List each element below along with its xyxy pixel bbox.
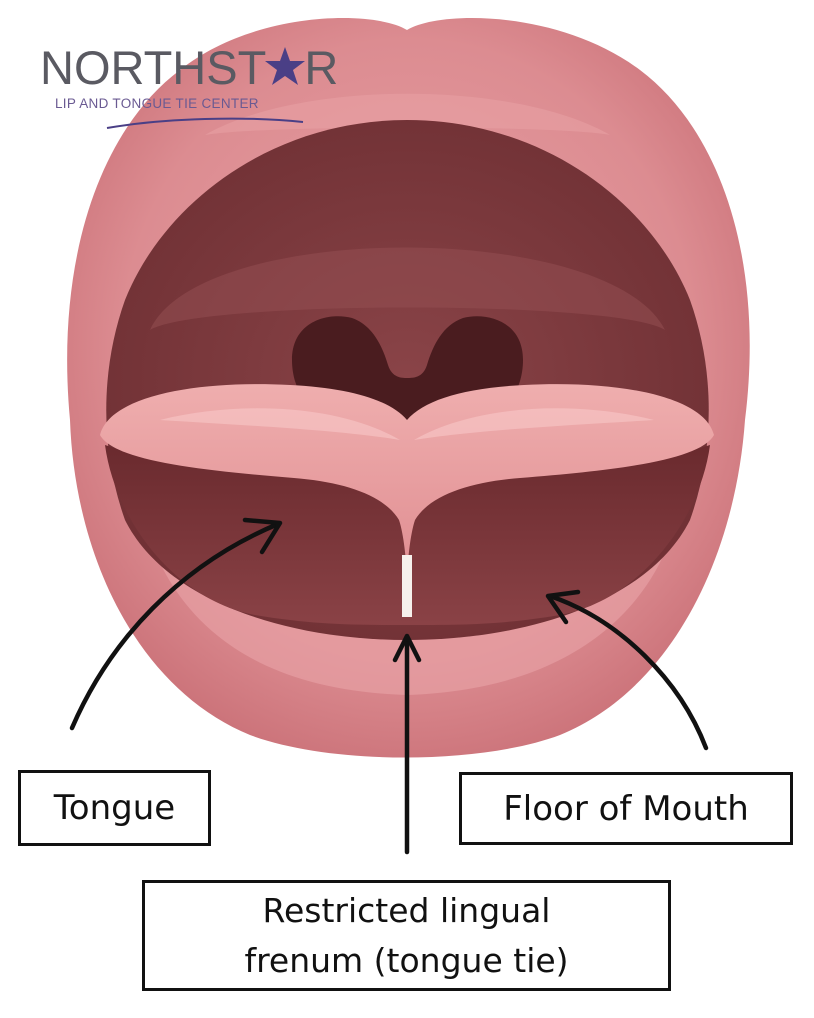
logo-word-prefix: NORTHST xyxy=(40,41,267,94)
logo-wordmark: NORTHST R xyxy=(40,44,338,91)
label-frenum-line1: Restricted lingual xyxy=(262,891,551,930)
label-floor-of-mouth-text: Floor of Mouth xyxy=(503,788,749,829)
floor-arrow-head xyxy=(545,589,581,625)
logo-swoosh xyxy=(106,117,304,129)
tongue-arrow-shaft xyxy=(69,521,281,731)
label-restricted-lingual-frenum: Restricted lingual frenum (tongue tie) xyxy=(142,880,671,991)
logo-tagline: LIP AND TONGUE TIE CENTER xyxy=(55,96,259,111)
frenum-arrow-head xyxy=(392,633,422,663)
northstar-logo: NORTHST R LIP AND TONGUE TIE CENTER xyxy=(40,44,340,134)
tongue-highlight xyxy=(160,408,400,440)
soft-palate xyxy=(150,247,665,330)
tongue-shape xyxy=(100,384,714,575)
label-frenum-line2: frenum (tongue tie) xyxy=(244,940,569,980)
floor-arrow-shaft xyxy=(547,593,709,751)
star-icon xyxy=(265,47,306,85)
label-tongue: Tongue xyxy=(18,770,211,846)
logo-word-suffix: R xyxy=(304,41,339,94)
lingual-frenum xyxy=(402,555,412,617)
label-floor-of-mouth: Floor of Mouth xyxy=(459,772,793,845)
label-tongue-text: Tongue xyxy=(53,788,176,828)
tongue-highlight-right xyxy=(414,408,654,440)
arrows xyxy=(69,517,709,855)
upper-lip-inner xyxy=(205,93,610,135)
tongue-arrow-head xyxy=(242,517,283,555)
